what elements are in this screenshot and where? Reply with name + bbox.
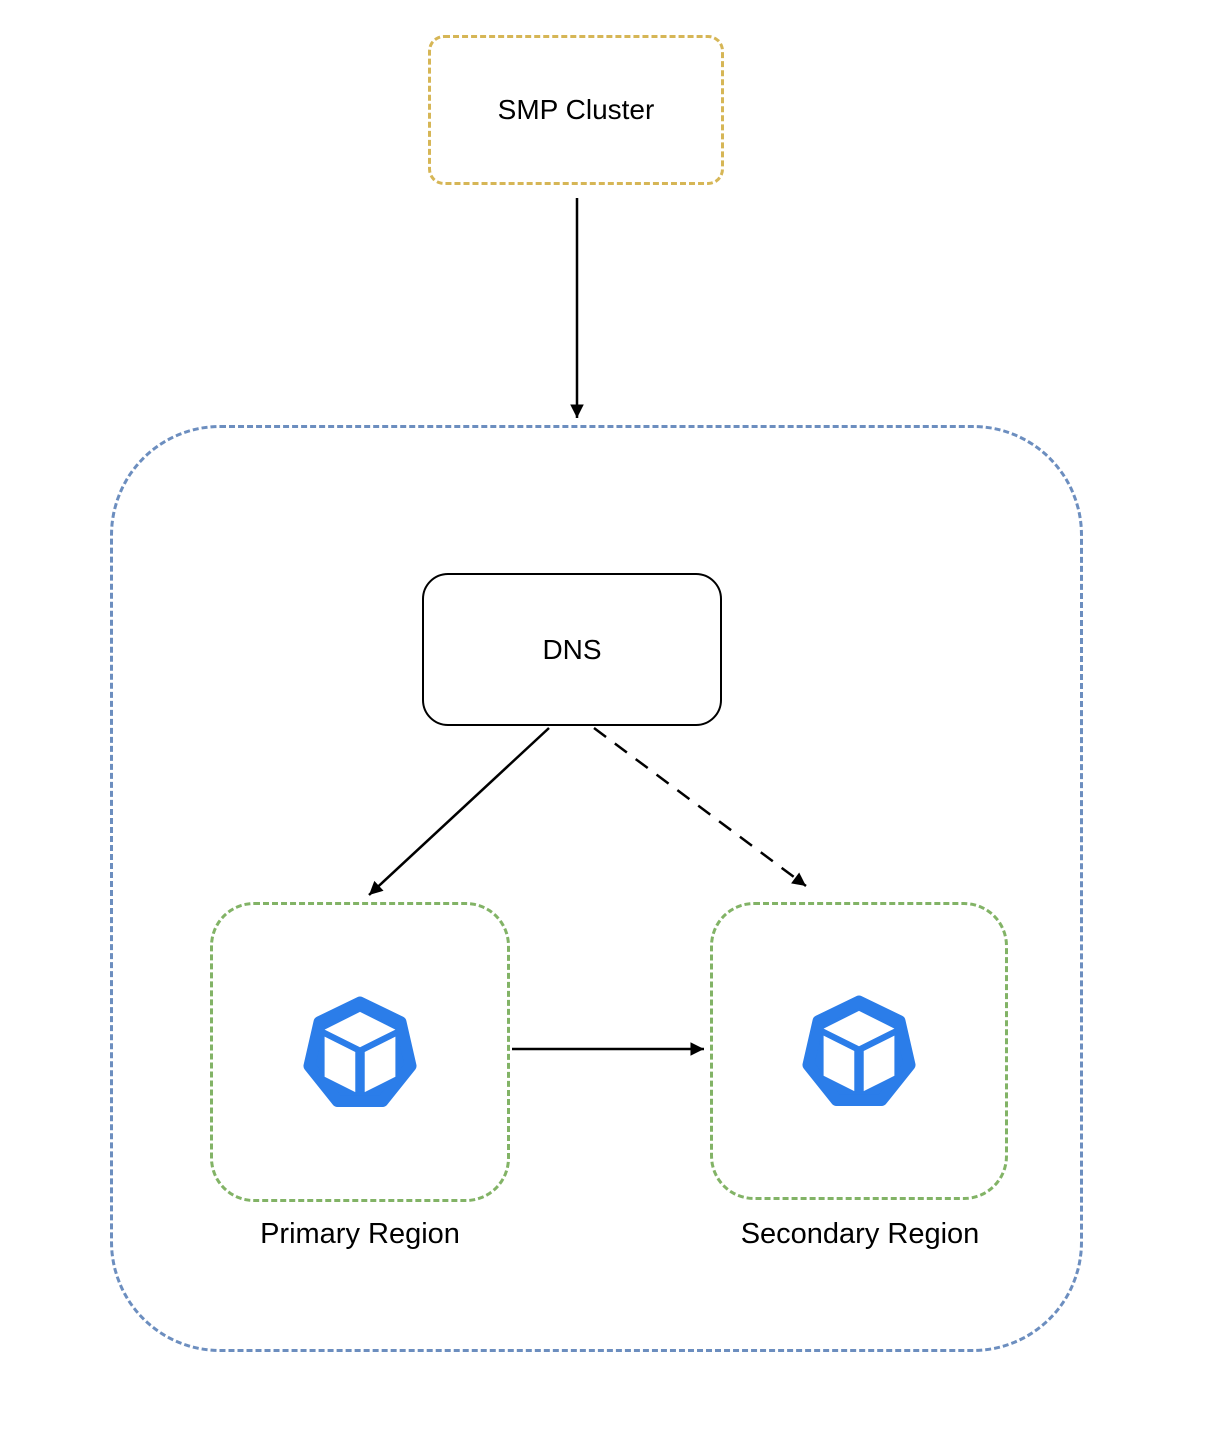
kubernetes-cube-icon <box>802 995 916 1106</box>
primary-region-label: Primary Region <box>260 1218 460 1250</box>
kubernetes-cube-icon <box>303 996 417 1107</box>
secondary-region-box <box>710 902 1008 1200</box>
region-container-group: DNS Primary Region Secondary Region <box>110 425 1083 1352</box>
dns-node: DNS <box>422 573 722 726</box>
smp-cluster-label: SMP Cluster <box>497 94 655 125</box>
dns-label: DNS <box>542 633 602 665</box>
secondary-region-label: Secondary Region <box>740 1218 980 1250</box>
smp-cluster-node: SMP Cluster <box>428 35 724 185</box>
primary-region-box <box>210 902 510 1202</box>
